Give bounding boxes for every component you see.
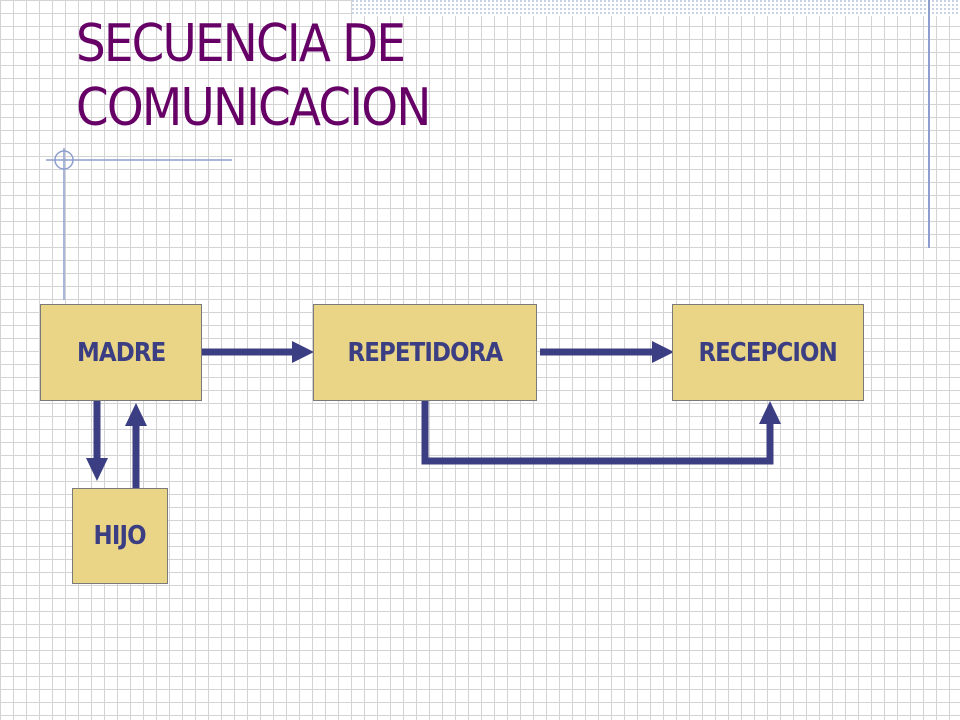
node-repetidora-label: REPETIDORA <box>347 337 504 368</box>
node-hijo: HIJO <box>72 488 168 584</box>
arrow-repetidora-recepcion-bypass <box>421 401 781 465</box>
node-madre-label: MADRE <box>76 337 166 368</box>
slide-title-line1: SECUENCIA DE <box>76 14 406 74</box>
top-decor-bar <box>352 0 960 16</box>
node-hijo-label: HIJO <box>93 521 147 551</box>
arrow-madre-hijo <box>86 401 108 481</box>
slide-title-line2: COMUNICACION <box>76 78 431 138</box>
node-madre: MADRE <box>40 304 202 401</box>
slide-title: SECUENCIA DE COMUNICACION <box>76 12 580 140</box>
node-repetidora: REPETIDORA <box>313 304 537 401</box>
node-recepcion-label: RECEPCION <box>698 337 838 368</box>
arrow-madre-repetidora <box>202 341 314 363</box>
crosshair-icon <box>46 148 232 300</box>
node-recepcion: RECEPCION <box>672 304 864 401</box>
arrow-repetidora-recepcion <box>540 341 674 363</box>
arrow-hijo-madre <box>125 403 147 488</box>
